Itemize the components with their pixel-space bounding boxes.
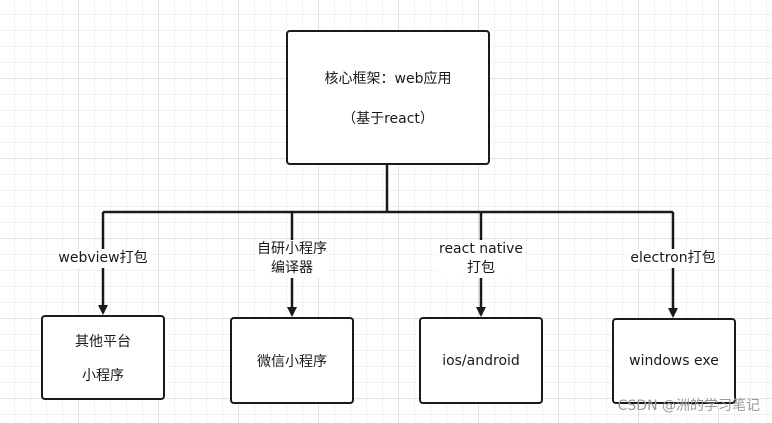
edge-label-line: webview打包	[58, 250, 148, 266]
edge-label-line: react native	[438, 241, 524, 257]
edge-label-mini-program-compiler: 自研小程序 编译器	[255, 240, 329, 278]
leaf-label-line: 微信小程序	[257, 353, 327, 370]
edge-label-line: 打包	[466, 260, 495, 276]
leaf-node-wechat-mini-program: 微信小程序	[230, 317, 354, 404]
leaf-node-other-platforms: 其他平台 小程序	[41, 315, 165, 400]
edge-label-react-native: react native 打包	[436, 240, 526, 278]
leaf-label-line: windows exe	[629, 353, 719, 369]
leaf-label-line: 小程序	[82, 367, 124, 384]
edge-label-line: 编译器	[271, 260, 313, 276]
leaf-node-windows-exe: windows exe	[612, 318, 736, 404]
leaf-node-ios-android: ios/android	[419, 317, 543, 404]
root-title: 核心框架：web应用	[324, 70, 452, 87]
edge-label-webview: webview打包	[56, 249, 150, 268]
edge-label-line: electron打包	[630, 250, 716, 266]
root-node: 核心框架：web应用 （基于react）	[286, 30, 490, 165]
edge-label-electron: electron打包	[628, 249, 718, 268]
watermark: CSDN @洲的学习笔记	[617, 398, 760, 414]
leaf-label-line: 其他平台	[75, 333, 131, 350]
root-subtitle: （基于react）	[342, 110, 434, 127]
leaf-label-line: ios/android	[442, 352, 520, 369]
edge-label-line: 自研小程序	[257, 241, 327, 257]
